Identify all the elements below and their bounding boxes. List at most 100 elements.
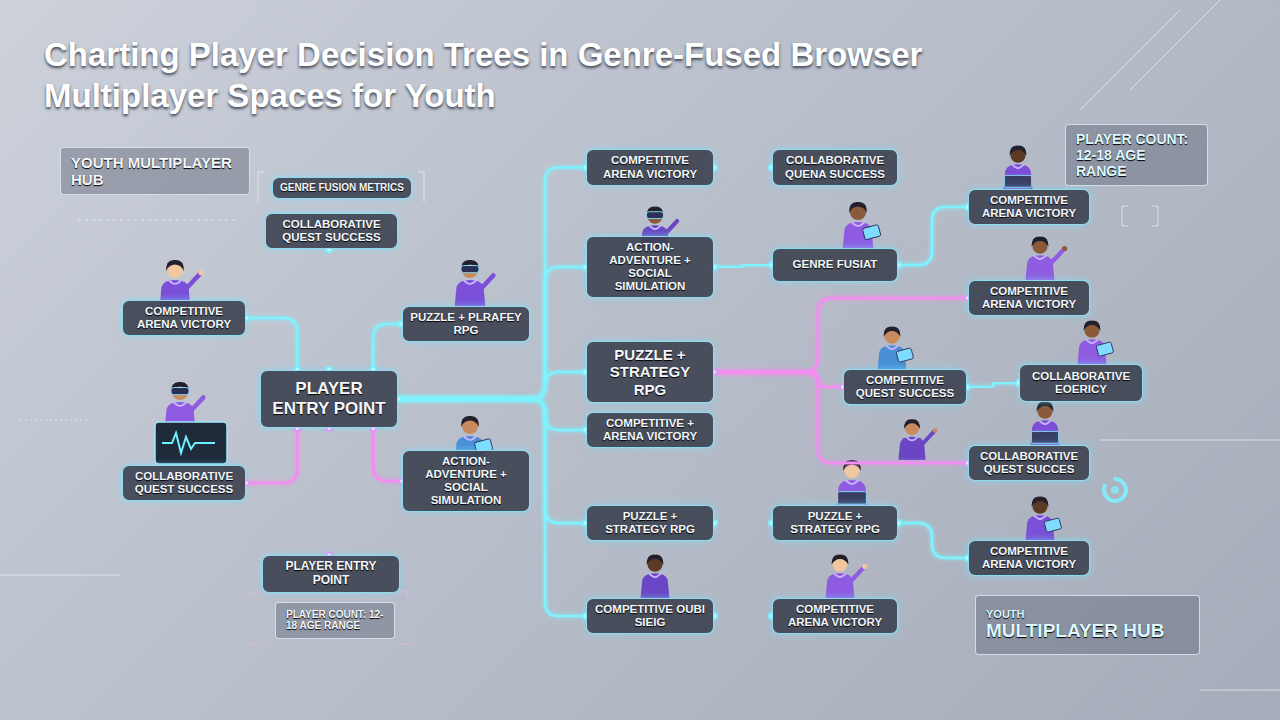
figure-body	[455, 280, 486, 306]
figure-body	[826, 573, 855, 598]
node-text: COMPETITIVE ARENA VICTORY	[778, 603, 892, 629]
bracket	[250, 592, 408, 644]
process-box: GENRE FUSIAT	[772, 248, 898, 282]
process-box: COLLABORATIVE QUEST SUCCES	[968, 445, 1090, 481]
figure-hair	[166, 260, 184, 271]
node-text: YOUTH MULTIPLAYER HUB	[71, 154, 239, 189]
node-text: COMPETITIVE ARENA VICTORY	[974, 194, 1084, 220]
connector-line	[398, 399, 586, 523]
figure-arm	[192, 397, 204, 410]
node-text: COMPETITIVE ARENA VICTORY	[128, 305, 240, 331]
bracket-icon	[1122, 206, 1158, 226]
vr-headset	[647, 212, 664, 219]
info-panel: PLAYER COUNT: 12-18 AGE RANGE	[1065, 124, 1208, 186]
process-box: PLAYER ENTRY POINT	[262, 555, 400, 593]
process-box: COLLABORATIVE EOERICY	[1019, 364, 1143, 402]
node-text: GENRE FUSION METRICS	[280, 182, 404, 194]
dotted-line	[78, 220, 235, 221]
connector-line	[714, 522, 772, 525]
process-box: COMPETITIVE ARENA VICTORY	[122, 300, 246, 336]
figure-collar	[834, 573, 846, 577]
node-text: ACTION-ADVENTURE + SOCIAL SIMULATION	[408, 455, 524, 508]
node-text: COMPETITIVE QUEST SUCCESS	[849, 374, 961, 400]
figure-hair	[1084, 321, 1101, 331]
figure-hair	[884, 327, 901, 337]
node-text: COLLABORATIVE EOERICY	[1025, 370, 1137, 396]
figure-hair	[904, 419, 920, 429]
dotted-line	[20, 420, 90, 421]
figure-arm	[922, 431, 934, 444]
grid-line	[0, 575, 120, 576]
connector-line	[398, 399, 586, 430]
laptop	[1004, 175, 1031, 187]
process-box: COMPETITIVE ARENA VICTORY	[586, 149, 714, 185]
figure-body	[898, 437, 925, 460]
figure-hair	[832, 555, 849, 565]
figure-collar	[649, 573, 661, 577]
process-box: ACTION-ADVENTURE + SOCIAL SIMULATION	[402, 450, 530, 513]
diagonal-line	[1130, 0, 1230, 90]
node-text: COMPETITIVE ARENA VICTORY	[974, 545, 1084, 571]
tablet	[1044, 518, 1062, 533]
person-figure	[1026, 237, 1068, 280]
figure-collar	[1039, 420, 1051, 424]
node-text: COLLABORATIVE QUEST SUCCESS	[128, 470, 240, 496]
node-text: COLLABORATIVE QUEST SUCCESS	[271, 218, 392, 244]
node-text: PUZZLE + STRATEGY RPG	[778, 510, 892, 536]
ring-icon	[1111, 486, 1119, 494]
process-box: ACTION-ADVENTURE + SOCIAL SIMULATION	[586, 236, 714, 299]
process-box: COMPETITIVE ARENA VICTORY	[968, 540, 1090, 576]
process-box: COLLABORATIVE QUEST SUCCESS	[265, 213, 398, 249]
figure-collar	[174, 402, 187, 406]
tablet	[896, 348, 914, 363]
figure-collar	[1086, 339, 1098, 343]
figure-collar	[649, 225, 661, 229]
figure-arm	[1051, 249, 1064, 263]
connector-line	[398, 267, 586, 399]
person-figure	[1004, 146, 1033, 189]
node-text: ACTION-ADVENTURE + SOCIAL SIMULATION	[592, 241, 708, 294]
process-box: PUZZLE + PLRAFEY RPG	[402, 306, 530, 342]
process-box: COMPETITIVE + ARENA VICTORY	[586, 412, 714, 448]
node-text: PLAYER ENTRY POINT	[268, 560, 394, 588]
node-text: PUZZLE + STRATEGY RPG	[592, 346, 708, 398]
process-box: GENRE FUSION METRICS	[272, 177, 412, 199]
laptop	[838, 492, 867, 505]
vr-headset	[171, 388, 189, 395]
node-text: COMPETITIVE OUBI SIEIG	[592, 603, 708, 629]
node-text: COMPETITIVE ARENA VICTORY	[592, 154, 708, 180]
person-figure	[898, 419, 937, 460]
person-figure	[826, 555, 868, 598]
figure-collar	[906, 437, 917, 441]
info-panel: YOUTH MULTIPLAYER HUB	[60, 147, 250, 196]
process-box: PUZZLE + STRATEGY RPG	[586, 341, 714, 403]
figure-body	[1026, 255, 1055, 280]
figure-hand	[862, 564, 867, 569]
grid-line	[1100, 440, 1280, 441]
figure-hair	[461, 416, 479, 427]
node-text: GENRE FUSIAT	[793, 258, 878, 271]
figure-hair	[1032, 237, 1049, 247]
node-text: PUZZLE + STRATEGY RPG	[592, 510, 708, 536]
node-text: PUZZLE + PLRAFEY RPG	[408, 311, 524, 337]
figure-collar	[852, 222, 865, 226]
process-box: COMPETITIVE ARENA VICTORY	[968, 280, 1090, 316]
process-box: COMPETITIVE OUBI SIEIG	[586, 598, 714, 634]
figure-hand	[933, 428, 938, 433]
figure-hair	[1010, 146, 1027, 156]
figure-collar	[464, 280, 477, 284]
connector-line	[328, 428, 331, 555]
person-figure	[455, 260, 494, 306]
connector-line	[898, 207, 968, 265]
tablet	[1096, 342, 1114, 357]
figure-collar	[1012, 164, 1024, 168]
figure-collar	[1034, 255, 1046, 259]
figure-hand	[1062, 246, 1067, 251]
connector-line	[373, 324, 402, 370]
info-panel: YOUTHMULTIPLAYER HUB	[975, 595, 1200, 655]
person-figure	[641, 555, 670, 598]
node-text: PLAYER COUNT: 12-18 AGE RANGE	[1076, 131, 1197, 179]
process-box: COLLABORATIVE QUEST SUCCESS	[122, 465, 246, 501]
process-box: COMPETITIVE ARENA VICTORY	[772, 598, 898, 634]
